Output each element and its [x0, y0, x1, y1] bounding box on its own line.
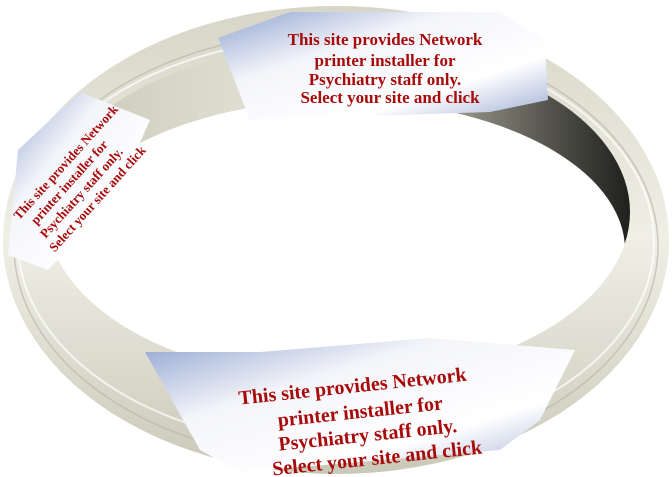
banner-panel-top — [218, 12, 548, 120]
banner-panel-bottom — [145, 338, 575, 472]
text-line: printer installer for — [314, 51, 455, 70]
text-line: This site provides Network — [288, 30, 483, 49]
banner-panel-left — [8, 92, 150, 270]
banner-text-top: This site provides Network printer insta… — [288, 30, 483, 107]
text-line: Psychiatry staff only. — [309, 70, 462, 89]
text-line: Select your site and click — [300, 88, 480, 107]
